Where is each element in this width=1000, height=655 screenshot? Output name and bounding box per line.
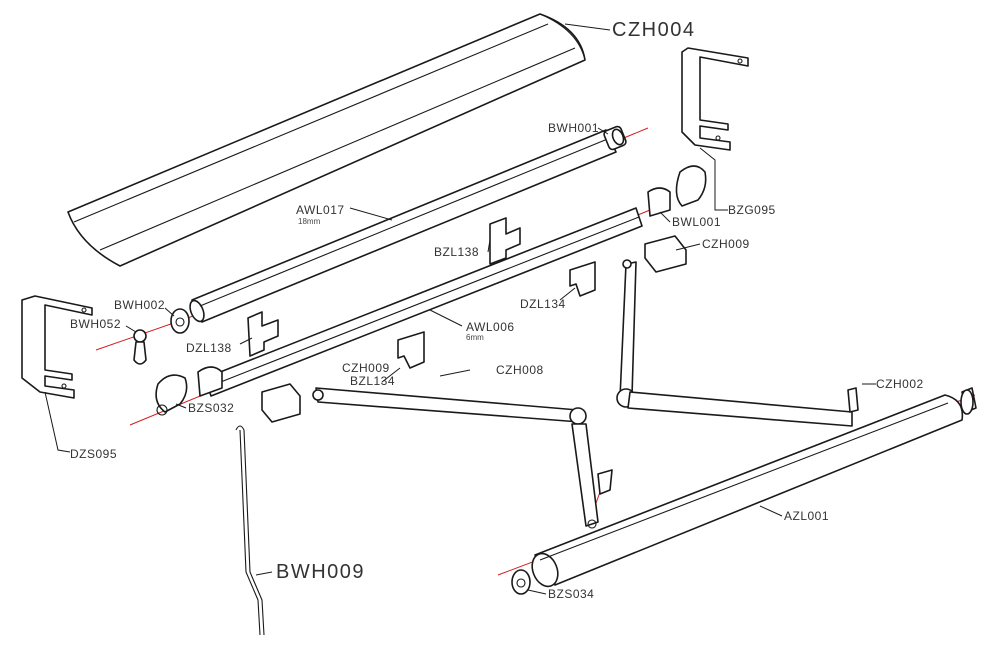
front-bar: [531, 394, 964, 588]
label-awl017: AWL017: [296, 203, 345, 217]
label-dzs095: DZS095: [70, 447, 117, 461]
part-labels: CZH004 BWH001 BZG095 AWL017 18mm BWL001 …: [70, 19, 924, 601]
label-bwh001: BWH001: [548, 121, 599, 135]
block-czh009-right: [644, 235, 687, 273]
right-arm-bracket-bwl001: [647, 165, 707, 217]
right-wall-bracket: [681, 47, 749, 151]
leader-lines: [44, 23, 876, 595]
label-awl006-sub: 6mm: [466, 333, 484, 342]
label-azl001: AZL001: [784, 509, 829, 523]
front-bar-right-cap: [960, 387, 977, 415]
end-cap-bwh001: [603, 125, 627, 151]
label-bwh009: BWH009: [276, 561, 365, 583]
block-czh009-left: [261, 383, 301, 423]
bracket-bzl134: [397, 331, 425, 369]
bracket-dzl134: [569, 261, 596, 297]
label-bzg095: BZG095: [728, 203, 776, 217]
label-bwh052: BWH052: [70, 317, 121, 331]
label-bzl134: BZL134: [350, 374, 395, 388]
left-folding-arm: [312, 387, 599, 529]
clip-bzl138: [489, 217, 521, 265]
label-awl017-sub: 18mm: [298, 217, 321, 226]
canopy-cover: [67, 13, 586, 267]
label-czh008: CZH008: [496, 363, 544, 377]
label-bzl138: BZL138: [434, 245, 479, 259]
label-bwh002: BWH002: [114, 298, 165, 312]
label-dzl138: DZL138: [186, 341, 232, 355]
pin-center: [597, 469, 613, 495]
label-czh009-right: CZH009: [702, 237, 750, 251]
end-cap-bzs034: [511, 569, 531, 595]
left-arm-bracket-bzs032: [155, 366, 223, 416]
label-bzs032: BZS032: [188, 401, 234, 415]
pin-czh002: [847, 387, 859, 413]
left-wall-bracket: [21, 295, 93, 399]
roller-tube: [189, 129, 617, 323]
label-czh004: CZH004: [612, 19, 695, 41]
label-czh009-left: CZH009: [342, 361, 390, 375]
label-dzl134: DZL134: [520, 297, 566, 311]
clip-dzl138: [247, 311, 279, 357]
label-bwl001: BWL001: [672, 215, 721, 229]
label-bzs034: BZS034: [548, 587, 594, 601]
label-awl006: AWL006: [466, 320, 515, 334]
label-czh002: CZH002: [876, 377, 924, 391]
eye-bolt-bwh052: [133, 329, 147, 365]
left-bearing-bwh002: [170, 308, 190, 334]
crank-handle: [235, 425, 265, 636]
square-bar: [204, 207, 643, 397]
right-folding-arm: [616, 259, 853, 427]
